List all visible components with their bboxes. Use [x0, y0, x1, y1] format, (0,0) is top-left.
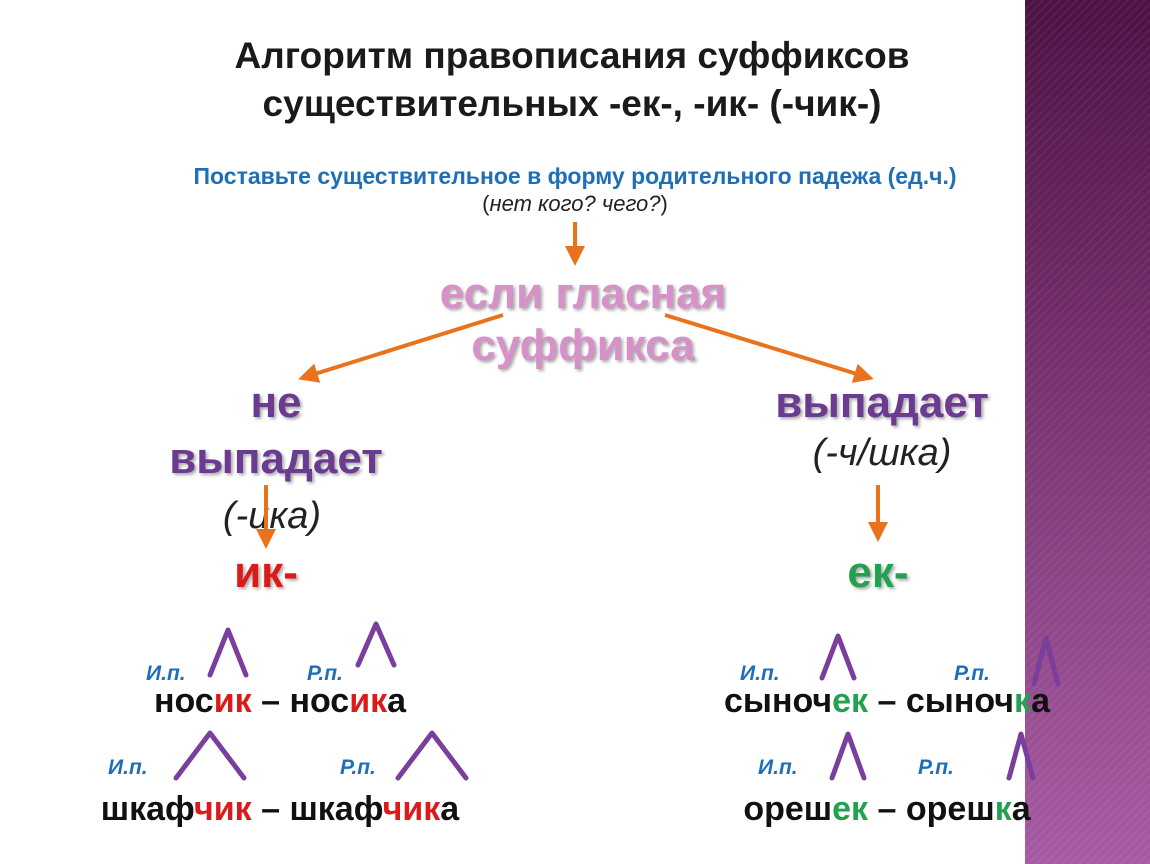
- right-ending: (-ч/шка): [812, 432, 952, 474]
- branch-not-dropping: не выпадает: [169, 378, 383, 483]
- label-genitive: Р.п.: [954, 662, 990, 685]
- condition-text: если гласная суффикса: [439, 269, 727, 370]
- suffix-ek: ек-: [847, 548, 909, 597]
- question-hint: (нет кого? чего?): [482, 191, 668, 216]
- suffix-mark: [395, 730, 469, 781]
- title-line-2: существительных -ек-, -ик- (-чик-): [262, 83, 882, 124]
- label-nominative: И.п.: [146, 662, 186, 685]
- suffix-ik: ик-: [234, 548, 298, 597]
- instruction-text: Поставьте существительное в форму родите…: [193, 163, 957, 189]
- suffix-mark: [355, 621, 397, 668]
- branch-dropping: выпадает: [775, 378, 989, 427]
- suffix-mark: [173, 730, 247, 781]
- suffix-mark: [1006, 731, 1036, 781]
- suffix-mark: [829, 731, 867, 781]
- example-shkafchik: шкафчик – шкафчика: [100, 790, 460, 828]
- page-title: Алгоритм правописания суффиксов существи…: [234, 32, 909, 128]
- suffix-mark: [1031, 635, 1061, 687]
- example-nosik: носик – носика: [153, 682, 407, 720]
- label-nominative: И.п.: [108, 756, 148, 779]
- suffix-mark: [207, 627, 249, 678]
- decorative-side-panel: [1025, 0, 1150, 864]
- label-genitive: Р.п.: [340, 756, 376, 779]
- label-genitive: Р.п.: [307, 662, 343, 685]
- arrow-left: [298, 313, 504, 383]
- label-nominative: И.п.: [758, 756, 798, 779]
- title-line-1: Алгоритм правописания суффиксов: [234, 35, 910, 76]
- suffix-mark: [819, 633, 857, 681]
- example-synochek: сыночек – сыночка: [723, 682, 1051, 720]
- label-genitive: Р.п.: [918, 756, 954, 779]
- label-nominative: И.п.: [740, 662, 780, 685]
- arrow-right: [664, 313, 874, 383]
- example-oreshek: орешек – орешка: [743, 790, 1031, 828]
